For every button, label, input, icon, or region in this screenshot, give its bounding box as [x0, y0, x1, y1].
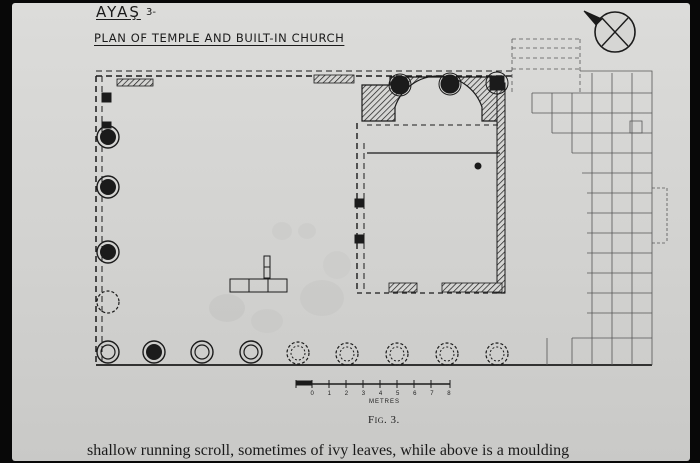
figure-caption: Fig. 3.	[368, 414, 400, 426]
column-south-9-conjectural	[485, 342, 509, 366]
scale-bar: 0 1 2 3 4 5 6 7 8	[295, 380, 451, 397]
scale-tick-label: 7	[430, 391, 434, 397]
south-colonnade	[96, 340, 509, 366]
column-south-6-conjectural	[335, 342, 359, 366]
photo-stains	[209, 222, 351, 333]
site-title: AYAŞ	[96, 3, 141, 21]
column-south-7-conjectural	[385, 342, 409, 366]
column-west-3	[96, 240, 120, 264]
printed-page: 0 1 2 3 4 5 6 7 8 AYAŞ 3- PLAN OF TEMPLE AND BUI…	[12, 3, 690, 461]
north-wall-fragments	[116, 74, 355, 87]
altar-blocks	[229, 255, 288, 293]
scale-tick-label: 8	[447, 391, 451, 397]
scale-tick-label: 5	[396, 391, 400, 397]
column-west-2	[96, 175, 120, 199]
scale-tick-label: 6	[413, 391, 417, 397]
column-south-1	[96, 340, 120, 364]
scale-label: METRES	[369, 399, 401, 405]
body-text-line: shallow running scroll, sometimes of ivy…	[87, 442, 570, 459]
church-walls	[354, 71, 509, 294]
paving-grid	[511, 38, 668, 365]
scale-tick-label: 0	[311, 391, 315, 397]
west-colonnade	[96, 92, 120, 314]
column-west-1	[96, 125, 120, 149]
scale-tick-label: 1	[328, 391, 332, 397]
column-south-5-conjectural	[286, 341, 310, 365]
scale-tick-label: 4	[379, 391, 383, 397]
plan-title: PLAN OF TEMPLE AND BUILT-IN CHURCH	[94, 31, 345, 45]
north-arrow-icon	[583, 10, 636, 53]
column-south-4	[239, 340, 263, 364]
column-south-3	[190, 340, 214, 364]
site-subtitle: 3-	[146, 7, 156, 18]
column-south-2	[142, 340, 166, 364]
scale-tick-label: 2	[345, 391, 349, 397]
column-south-8-conjectural	[435, 342, 459, 366]
column-west-4-conjectural	[96, 290, 120, 314]
temple-outline	[95, 70, 652, 366]
scale-tick-label: 3	[362, 391, 366, 397]
temple-plan-drawing: 0 1 2 3 4 5 6 7 8	[95, 10, 668, 397]
